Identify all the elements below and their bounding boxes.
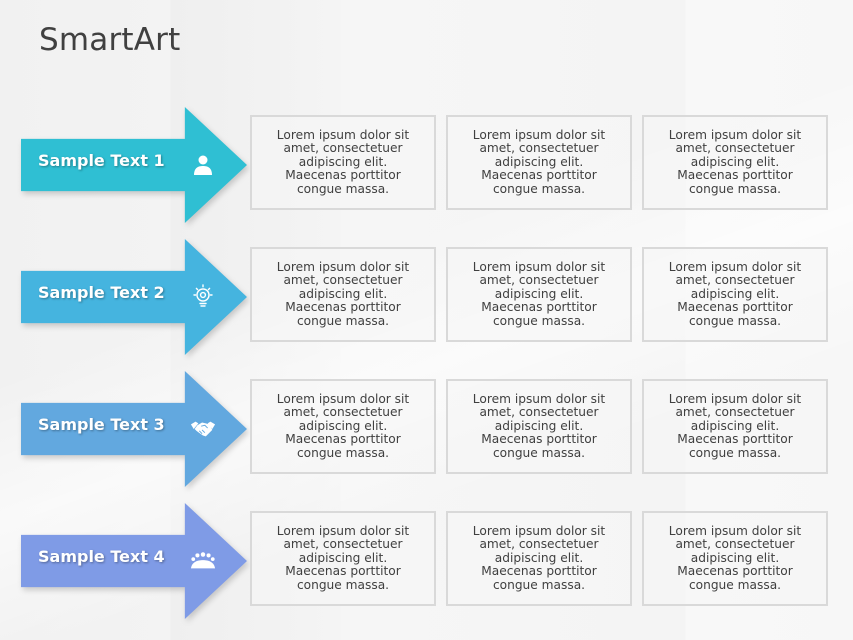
smartart-row-1: Sample Text 1 Lorem ipsum dolor sit amet… <box>0 107 853 223</box>
arrow-shape-3[interactable]: Sample Text 3 <box>21 371 247 487</box>
arrow-label: Sample Text 2 <box>38 283 165 302</box>
text-box[interactable]: Lorem ipsum dolor sit amet, consectetuer… <box>250 379 436 474</box>
arrow-label: Sample Text 1 <box>38 151 165 170</box>
text-box[interactable]: Lorem ipsum dolor sit amet, consectetuer… <box>642 379 828 474</box>
text-box[interactable]: Lorem ipsum dolor sit amet, consectetuer… <box>446 247 632 342</box>
smartart-row-2: Sample Text 2 Lorem ipsum dolor sit amet… <box>0 239 853 355</box>
arrow-shape-1[interactable]: Sample Text 1 <box>21 107 247 223</box>
handshake-icon <box>190 417 216 441</box>
team-meeting-icon <box>190 549 216 573</box>
text-box[interactable]: Lorem ipsum dolor sit amet, consectetuer… <box>642 247 828 342</box>
smartart-row-4: Sample Text 4 Lorem ipsum dolor sit amet… <box>0 503 853 619</box>
lightbulb-icon <box>190 284 216 309</box>
text-box[interactable]: Lorem ipsum dolor sit amet, consectetuer… <box>250 115 436 210</box>
smartart-row-3: Sample Text 3 Lorem ipsum dolor sit amet… <box>0 371 853 487</box>
text-box[interactable]: Lorem ipsum dolor sit amet, consectetuer… <box>250 511 436 606</box>
text-box[interactable]: Lorem ipsum dolor sit amet, consectetuer… <box>250 247 436 342</box>
text-box[interactable]: Lorem ipsum dolor sit amet, consectetuer… <box>642 115 828 210</box>
text-box[interactable]: Lorem ipsum dolor sit amet, consectetuer… <box>642 511 828 606</box>
text-box[interactable]: Lorem ipsum dolor sit amet, consectetuer… <box>446 511 632 606</box>
person-icon <box>190 153 216 177</box>
text-box[interactable]: Lorem ipsum dolor sit amet, consectetuer… <box>446 115 632 210</box>
arrow-label: Sample Text 4 <box>38 547 165 566</box>
arrow-label: Sample Text 3 <box>38 415 165 434</box>
arrow-shape-4[interactable]: Sample Text 4 <box>21 503 247 619</box>
arrow-shape-2[interactable]: Sample Text 2 <box>21 239 247 355</box>
text-box[interactable]: Lorem ipsum dolor sit amet, consectetuer… <box>446 379 632 474</box>
slide-title: SmartArt <box>39 22 181 58</box>
